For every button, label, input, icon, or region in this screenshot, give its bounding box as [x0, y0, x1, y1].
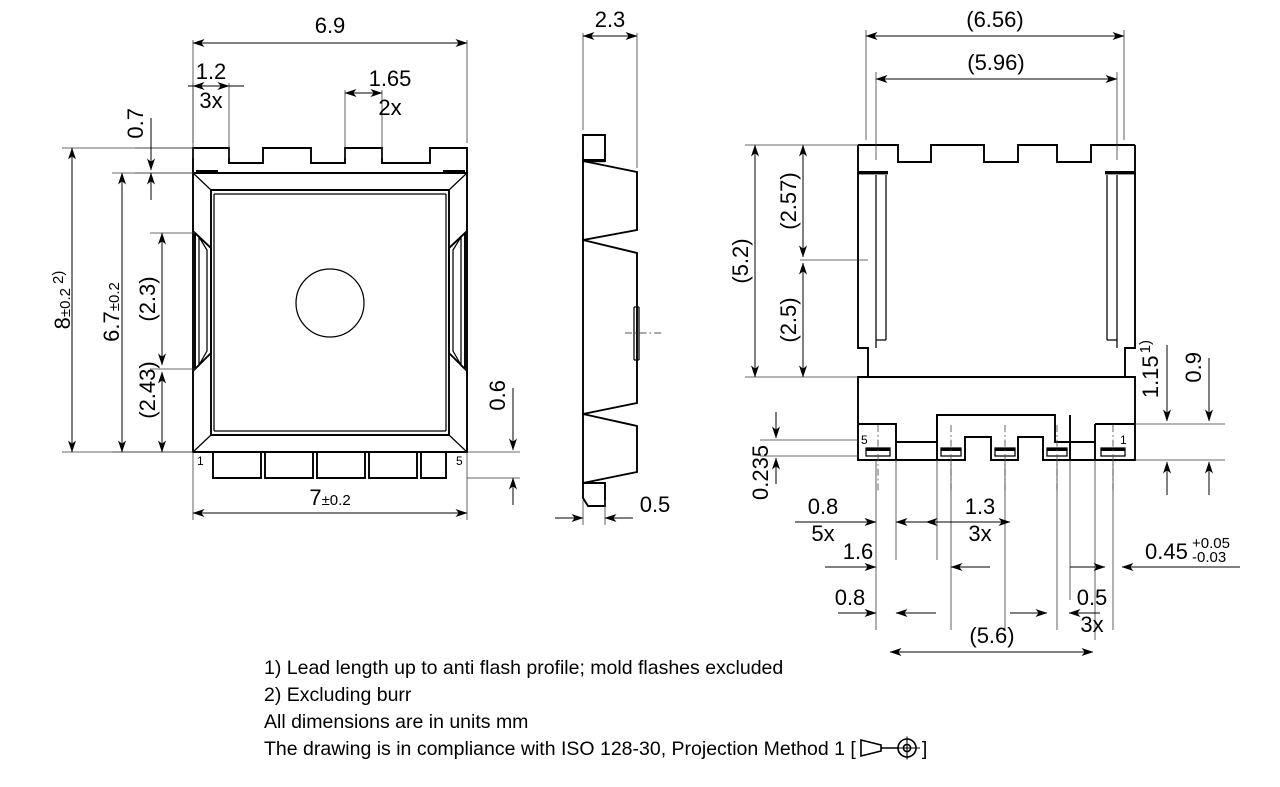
side-feature-slot	[633, 306, 640, 361]
dim-7-tol: ±0.2	[322, 492, 351, 509]
svg-text:1.151): 1.15 1)	[1137, 340, 1163, 398]
dim-1-15-note: 1)	[1137, 340, 1154, 353]
ext-right-heights	[1135, 423, 1225, 461]
dim-1-3-count: 3x	[968, 521, 991, 546]
dim-0-7: 0.7	[123, 108, 148, 139]
dim-1-2-count: 3x	[199, 88, 222, 113]
dim-6-56: (6.56)	[966, 7, 1023, 32]
ext-notch2	[344, 90, 383, 158]
dim-0-5-count: 3x	[1080, 612, 1103, 637]
ext-0-235	[760, 439, 858, 457]
seat-mark-right	[443, 170, 465, 174]
view-top: 1 5 6.9 1.2 3x 1.65 2x 0.7 8±0.22)	[50, 13, 520, 520]
ext-lead-edges	[895, 460, 1096, 640]
pad-left-outer	[194, 230, 212, 372]
dim-0-8-5x-count: 5x	[811, 521, 834, 546]
side-middle-flank	[582, 238, 638, 416]
first-angle-projection-symbol	[857, 736, 921, 760]
ext-notch1	[192, 83, 230, 158]
dim-2-43: (2.43)	[135, 361, 160, 418]
note-3: All dimensions are in units mm	[264, 711, 529, 733]
ext-pad-upper	[150, 232, 195, 370]
side-upper-flank	[582, 159, 638, 242]
side-bottom-tab	[582, 482, 606, 507]
dim-1-15: 1.15	[1138, 355, 1163, 398]
dim-0-8-5x: 0.8	[808, 494, 839, 519]
dim-1-65: 1.65	[369, 66, 412, 91]
corner-seat-left	[858, 171, 888, 175]
pad-right-outer	[448, 230, 466, 372]
dim-6-7-tol: ±0.2	[106, 282, 123, 311]
dim-7: 7	[309, 485, 321, 510]
dim-5-2: (5.2)	[728, 238, 753, 283]
svg-text:8±0.22): 8±0.2 2)	[50, 271, 75, 330]
dim-0-8-second: 0.8	[835, 585, 866, 610]
dim-0-45: 0.45	[1145, 539, 1188, 564]
note-1: 1) Lead length up to anti flash profile;…	[264, 657, 784, 679]
ext-2-3	[582, 33, 638, 168]
dim-0-5-side: 0.5	[640, 492, 671, 517]
dim-7-group: 7±0.2	[309, 485, 350, 510]
pin-1-label-top: 1	[197, 454, 204, 468]
top-view-leads	[212, 452, 447, 479]
ext-lead-positions	[875, 460, 1114, 630]
dim-0-6: 0.6	[485, 380, 510, 411]
corner-lead-right-detail	[1106, 175, 1118, 348]
body-inner-rim	[213, 193, 447, 432]
dim-2-57: (2.57)	[776, 172, 801, 229]
note-4-suffix: ]	[921, 738, 928, 760]
pin-5-label-top: 5	[456, 454, 463, 468]
lead-centerlines	[877, 425, 1114, 492]
side-seat-mark	[583, 159, 605, 163]
dim-1-2: 1.2	[196, 59, 227, 84]
note-2: 2) Excluding burr	[264, 684, 412, 706]
dim-6-9: 6.9	[315, 13, 346, 38]
dim-1-65-count: 2x	[378, 95, 401, 120]
dim-1-6: 1.6	[843, 539, 874, 564]
dim-0-45-tol-plus: +0.05	[1192, 535, 1230, 552]
dim-2-3: (2.3)	[135, 276, 160, 321]
side-lower-flank	[582, 412, 638, 485]
notes-block: 1) Lead length up to anti flash profile;…	[264, 655, 1084, 763]
dim-1-15-group: 1.15 1)	[1137, 340, 1163, 398]
dim-8-tol: ±0.2	[57, 288, 74, 317]
bottom-top-notched-edge	[858, 144, 1135, 163]
dim-8-group: 8±0.2 2)	[50, 271, 75, 330]
view-side: 2.3 0.5	[555, 7, 670, 525]
note-4-text: The drawing is in compliance with ISO 12…	[264, 738, 856, 760]
pad-right-inner	[452, 234, 462, 368]
lead-row-teeth	[936, 415, 1071, 461]
dim-8: 8	[50, 317, 75, 329]
dim-5-6: (5.6)	[969, 623, 1014, 648]
corner-seat-right	[1105, 171, 1135, 175]
dim-5-96: (5.96)	[967, 50, 1024, 75]
dim-6-7-group: 6.7±0.2	[99, 282, 124, 342]
ext-bottom-width	[192, 452, 468, 520]
dim-1-3: 1.3	[965, 494, 996, 519]
dim-0-235: 0.235	[748, 445, 773, 500]
pin-1-label-bottom: 1	[1120, 433, 1127, 447]
dim-8-note: 2)	[50, 271, 67, 284]
view-bottom: 5 1 (6.56) (5.96) (5.2) (2.57) (2.5) 0.2…	[728, 7, 1240, 656]
body-chamfer-lines	[192, 172, 468, 453]
dim-6-7: 6.7	[99, 311, 124, 342]
pad-left-inner	[198, 234, 208, 368]
corner-lead-left-detail	[875, 175, 887, 348]
lead-row-bridge	[896, 414, 1095, 443]
seat-mark-left	[196, 170, 218, 174]
dim-2-3-side: 2.3	[595, 7, 626, 32]
pin-5-label-bottom: 5	[861, 433, 868, 447]
center-dimple	[295, 268, 365, 338]
dim-2-5: (2.5)	[776, 297, 801, 342]
ext-6-56	[865, 30, 1125, 140]
dim-0-5-bottom: 0.5	[1077, 585, 1108, 610]
dim-0-45-tol-minus: -0.03	[1192, 549, 1226, 566]
svg-text:6.7±0.2: 6.7±0.2	[99, 282, 124, 342]
dim-0-9: 0.9	[1181, 352, 1206, 383]
note-4: The drawing is in compliance with ISO 12…	[264, 736, 1084, 763]
ext-5-96	[875, 72, 1118, 160]
